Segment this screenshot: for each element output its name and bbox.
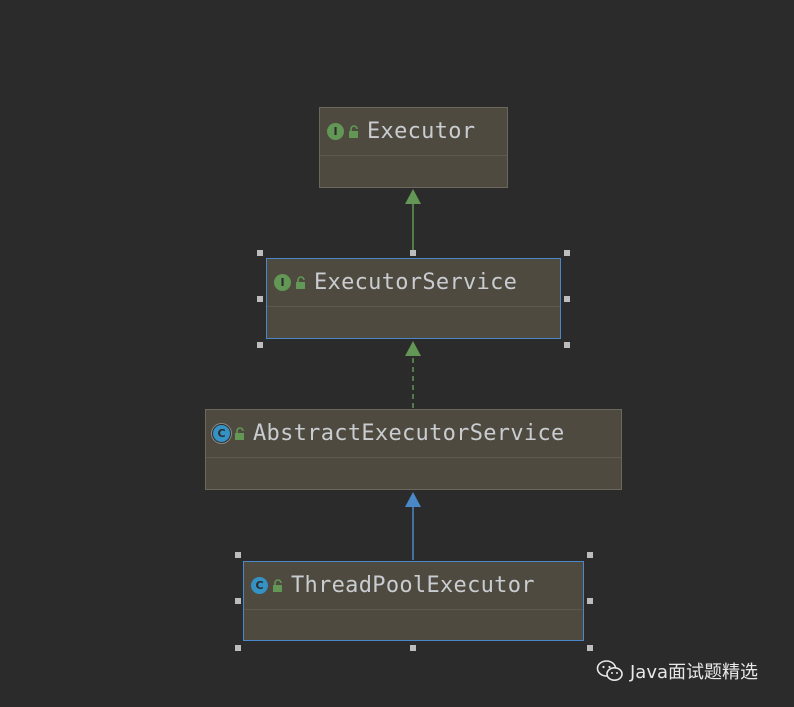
resize-handle[interactable] xyxy=(564,342,570,348)
node-executor[interactable]: I Executor xyxy=(319,107,508,188)
public-lock-icon xyxy=(235,426,244,440)
resize-handle[interactable] xyxy=(564,250,570,256)
watermark: Java面试题精选 xyxy=(596,658,758,684)
resize-handle[interactable] xyxy=(235,645,241,651)
node-thread-pool-executor[interactable]: C ThreadPoolExecutor xyxy=(243,561,584,641)
node-executor-service[interactable]: I ExecutorService xyxy=(266,258,561,339)
node-header: I ExecutorService xyxy=(267,259,560,307)
public-lock-icon xyxy=(296,275,305,289)
edge-arrowhead-executor xyxy=(405,189,421,204)
node-title: AbstractExecutorService xyxy=(253,421,565,446)
resize-handle[interactable] xyxy=(587,645,593,651)
edge-arrowhead-abstractexecutorservice xyxy=(405,492,421,507)
resize-handle[interactable] xyxy=(257,296,263,302)
node-header: C AbstractExecutorService xyxy=(206,410,621,458)
wechat-icon xyxy=(596,660,623,681)
node-header: C ThreadPoolExecutor xyxy=(244,562,583,610)
node-title: ThreadPoolExecutor xyxy=(291,573,535,598)
resize-handle[interactable] xyxy=(587,598,593,604)
interface-icon: I xyxy=(274,274,291,291)
public-lock-icon xyxy=(349,124,358,138)
interface-icon: I xyxy=(327,123,344,140)
node-header: I Executor xyxy=(320,108,507,156)
edge-arrowhead-executorservice xyxy=(405,341,421,356)
resize-handle[interactable] xyxy=(410,250,416,256)
resize-handle[interactable] xyxy=(587,552,593,558)
node-title: ExecutorService xyxy=(314,270,518,295)
watermark-text: Java面试题精选 xyxy=(630,662,759,683)
node-abstract-executor-service[interactable]: C AbstractExecutorService xyxy=(205,409,622,490)
resize-handle[interactable] xyxy=(410,645,416,651)
resize-handle[interactable] xyxy=(564,296,570,302)
abstract-class-icon: C xyxy=(213,425,230,442)
node-title: Executor xyxy=(367,119,476,144)
resize-handle[interactable] xyxy=(257,342,263,348)
public-lock-icon xyxy=(273,578,282,592)
resize-handle[interactable] xyxy=(235,552,241,558)
class-icon: C xyxy=(251,577,268,594)
resize-handle[interactable] xyxy=(257,250,263,256)
resize-handle[interactable] xyxy=(235,598,241,604)
